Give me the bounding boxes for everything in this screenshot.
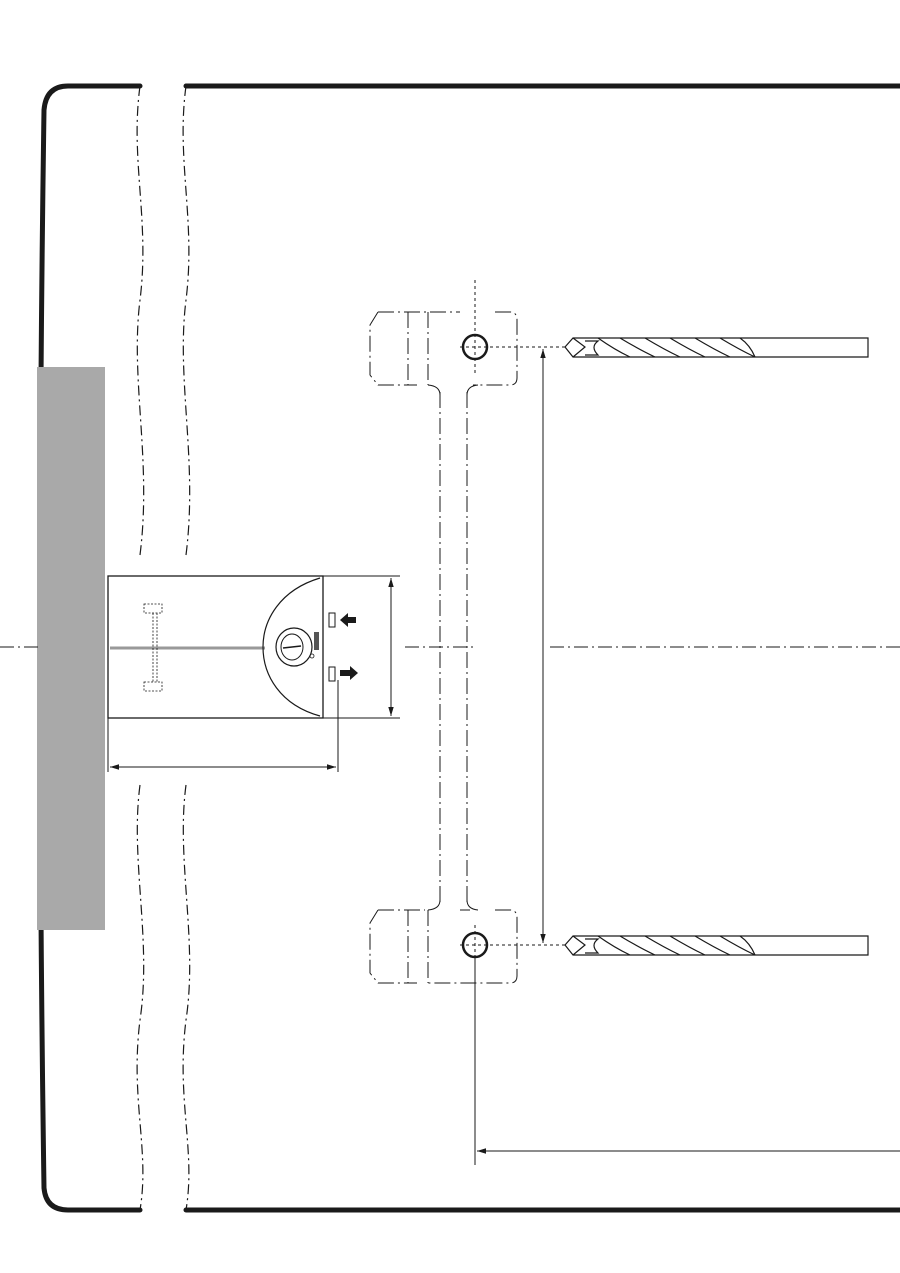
outlet-arrow-icon [340, 666, 358, 680]
water-heater [107, 575, 336, 719]
drill-hole-bottom [461, 931, 489, 959]
dimension-lines [107, 349, 900, 1165]
inlet-arrow-icon [340, 613, 356, 627]
drill-bit-bottom [564, 935, 869, 956]
drill-hole-top [461, 333, 489, 361]
inlet-connection [328, 612, 336, 628]
break-lines [136, 85, 191, 1211]
outlet-connection [328, 666, 336, 682]
wall-panel [37, 367, 105, 930]
drill-bit-top [564, 337, 869, 358]
indicator-label [314, 632, 319, 650]
mounting-template [369, 280, 565, 984]
flow-arrows [340, 613, 358, 680]
